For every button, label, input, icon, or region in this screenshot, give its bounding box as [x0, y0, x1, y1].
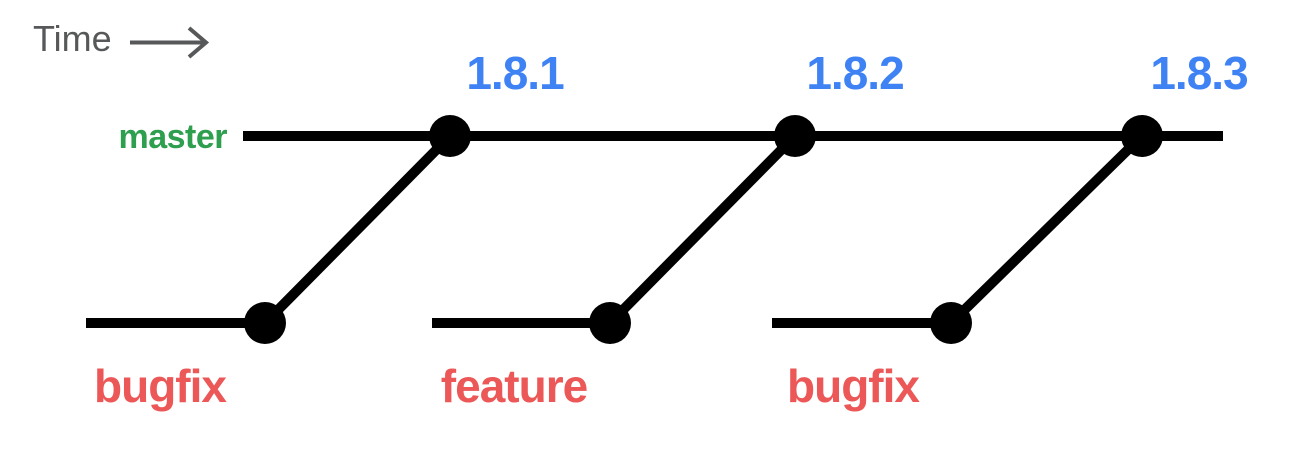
merge-line-feature	[606, 132, 799, 327]
time-label: Time	[33, 18, 112, 59]
release-commit-dot-3	[1121, 115, 1163, 157]
release-tag-1-8-2: 1.8.2	[806, 47, 903, 99]
merge-line-bugfix-1	[261, 132, 454, 327]
branch-commit-dot-bugfix-2	[930, 302, 972, 344]
release-commit-dot-1	[429, 115, 471, 157]
branch-label-bugfix-2: bugfix	[787, 360, 920, 412]
branch-commit-dot-bugfix-1	[244, 302, 286, 344]
merge-line-bugfix-2	[947, 132, 1146, 327]
branch-label-bugfix-1: bugfix	[94, 360, 227, 412]
time-arrow-icon	[130, 26, 210, 59]
release-commit-dot-2	[774, 115, 816, 157]
branch-commit-dot-feature	[589, 302, 631, 344]
release-tag-1-8-3: 1.8.3	[1150, 47, 1247, 99]
release-tag-1-8-1: 1.8.1	[466, 47, 564, 99]
time-indicator: Time	[33, 18, 210, 59]
branch-label-feature: feature	[441, 360, 588, 412]
master-branch-label: master	[118, 118, 227, 156]
